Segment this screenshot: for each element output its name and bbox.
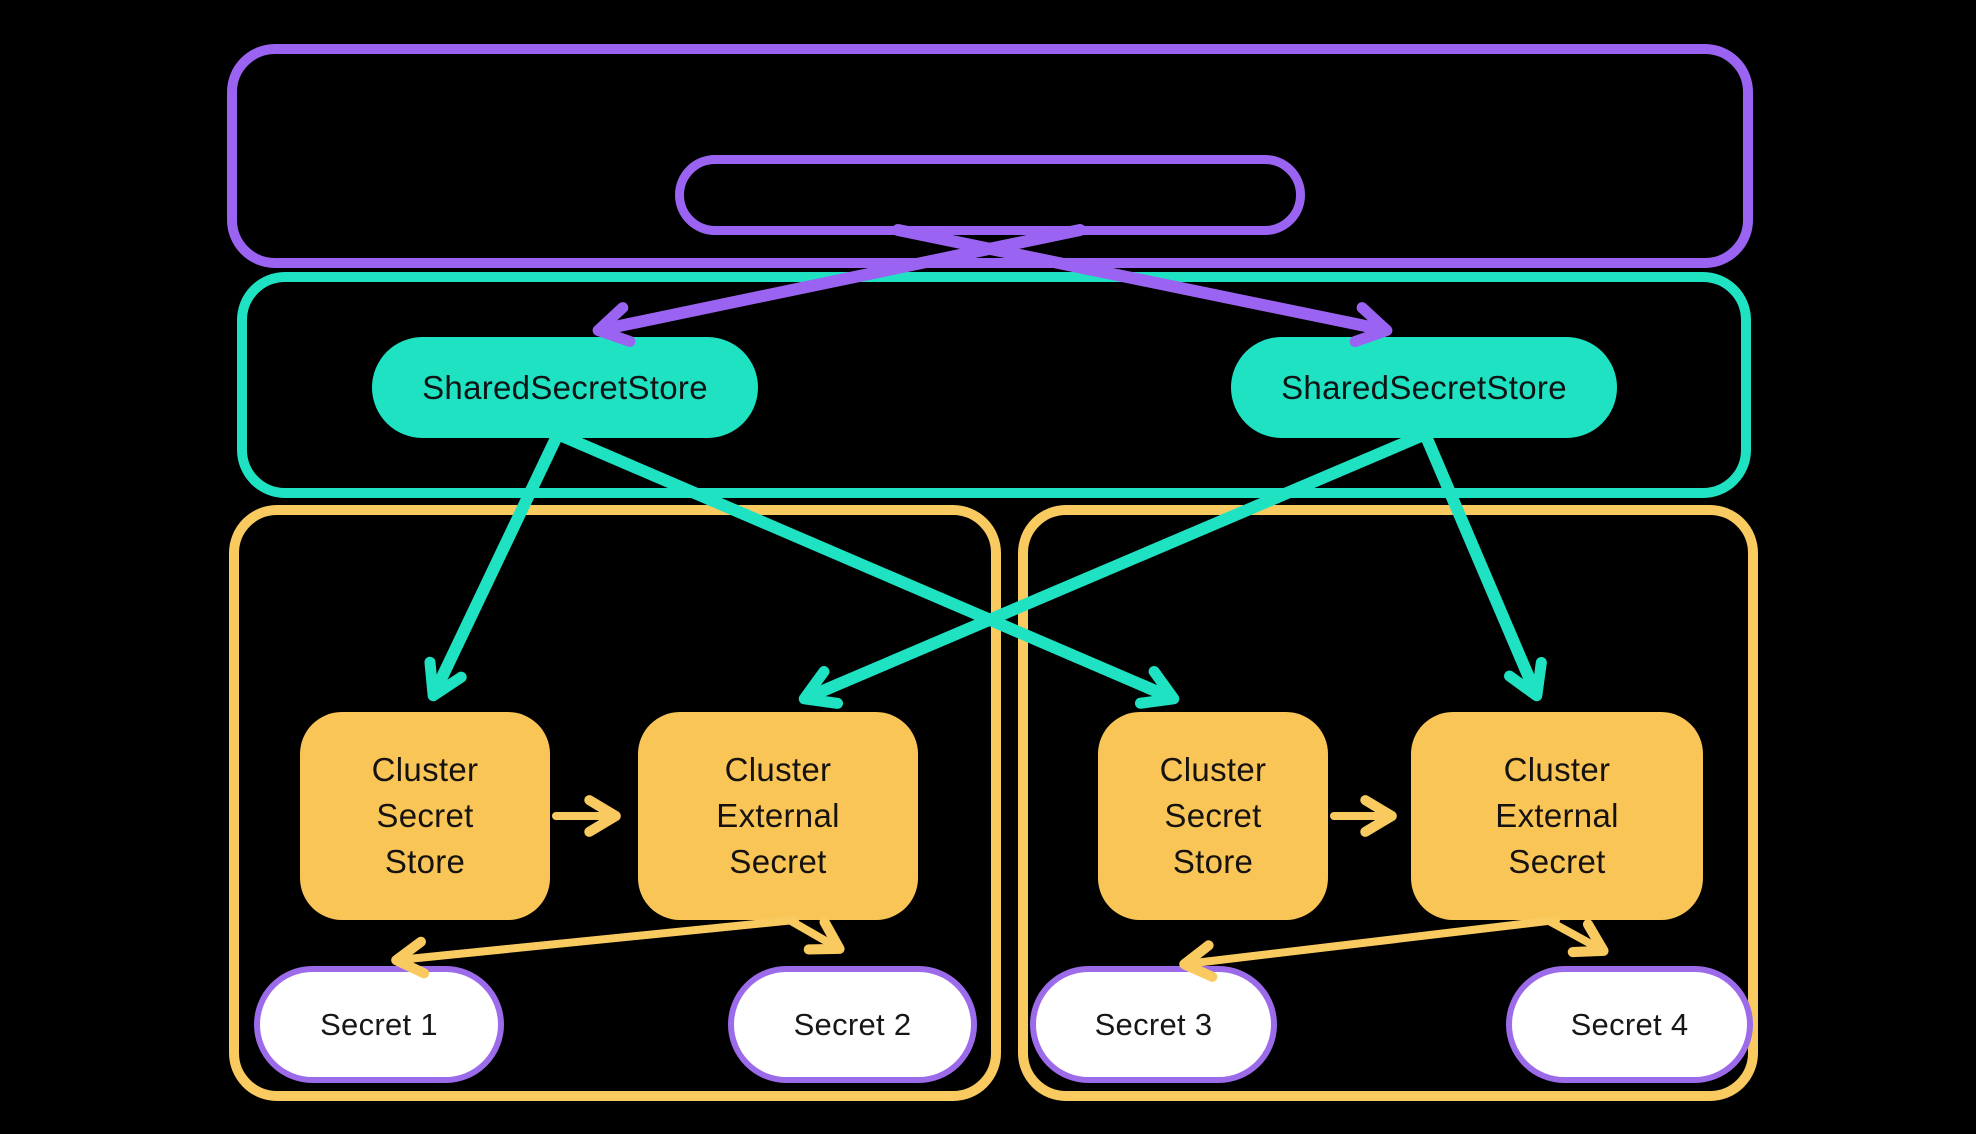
secret-1-label: Secret 1 — [320, 1006, 438, 1042]
cluster1-secret-store-line2: Secret — [376, 797, 474, 834]
top-container — [227, 44, 1753, 268]
cluster2-external-secret-line2: External — [1495, 797, 1619, 834]
cluster2-external-secret-line3: Secret — [1508, 843, 1606, 880]
cluster1-external-secret-line2: External — [716, 797, 840, 834]
cluster2-secret-store-line2: Secret — [1164, 797, 1262, 834]
secret-3-label: Secret 3 — [1094, 1006, 1213, 1042]
cluster2-secret-store-line3: Store — [1172, 843, 1254, 880]
secret-4-pill: Secret 4 — [1506, 966, 1753, 1083]
cluster2-external-secret-line1: Cluster — [1503, 751, 1611, 788]
shared-secret-store-left-label: SharedSecretStore — [422, 368, 708, 406]
cluster1-external-secret-line1: Cluster — [724, 751, 832, 788]
cluster1-secret-store-line3: Store — [384, 843, 466, 880]
cluster2-secret-store-box: Cluster Secret Store — [1098, 712, 1328, 920]
cluster1-external-secret-box: Cluster External Secret — [638, 712, 918, 920]
secret-3-pill: Secret 3 — [1030, 966, 1277, 1083]
top-inner-pill — [675, 155, 1305, 235]
shared-secret-store-right: SharedSecretStore — [1231, 337, 1617, 438]
secret-4-label: Secret 4 — [1570, 1006, 1689, 1042]
cluster2-external-secret-box: Cluster External Secret — [1411, 712, 1703, 920]
secret-1-pill: Secret 1 — [254, 966, 504, 1083]
cluster1-secret-store-line1: Cluster — [371, 751, 479, 788]
cluster1-external-secret-line3: Secret — [729, 843, 827, 880]
cluster1-secret-store-box: Cluster Secret Store — [300, 712, 550, 920]
secret-2-pill: Secret 2 — [728, 966, 977, 1083]
shared-secret-store-right-label: SharedSecretStore — [1281, 368, 1567, 406]
cluster2-secret-store-line1: Cluster — [1159, 751, 1267, 788]
secret-2-label: Secret 2 — [793, 1006, 912, 1042]
shared-secret-store-left: SharedSecretStore — [372, 337, 758, 438]
